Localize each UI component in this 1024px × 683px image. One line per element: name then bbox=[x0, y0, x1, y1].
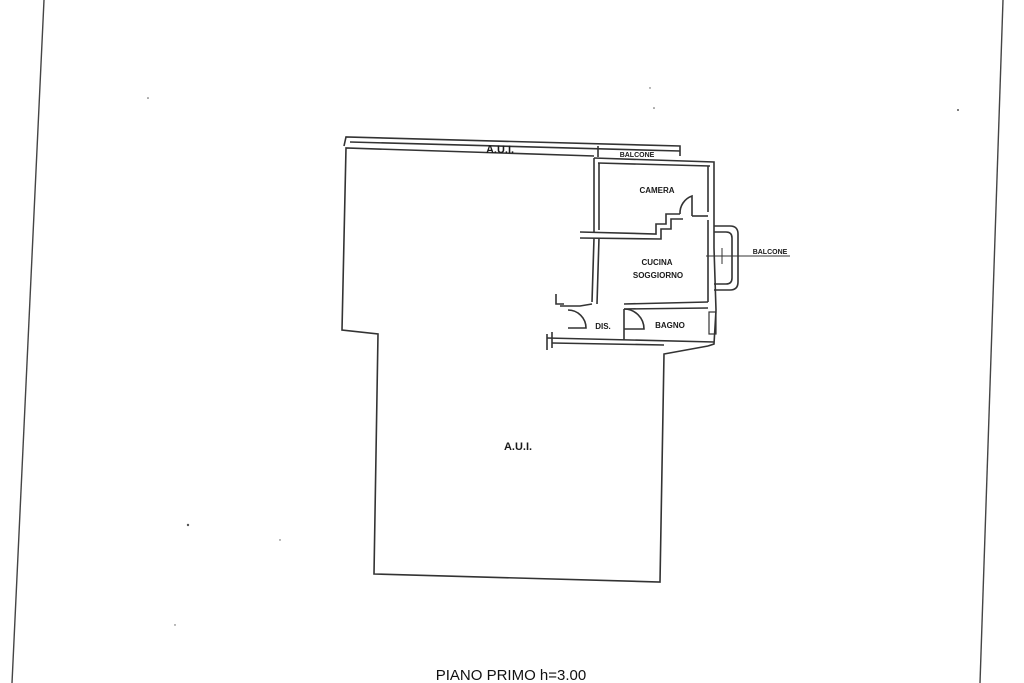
label-balcone-top: BALCONE bbox=[620, 152, 655, 159]
label-cucina-line2: SOGGIORNO bbox=[633, 271, 683, 280]
cucina-left-wall bbox=[591, 237, 595, 303]
apartment-top-inner bbox=[597, 162, 711, 167]
dis-bagno-wall-inner bbox=[623, 307, 709, 310]
label-camera: CAMERA bbox=[639, 186, 674, 195]
apartment-outer bbox=[593, 157, 717, 347]
apartment-bottom-wall bbox=[546, 337, 715, 343]
balcone-right-inner bbox=[714, 231, 733, 285]
label-balcone-right: BALCONE bbox=[753, 249, 788, 256]
aui-top-strip-inner bbox=[349, 141, 681, 152]
label-dis: DIS. bbox=[595, 322, 611, 331]
dis-left-stub bbox=[555, 294, 564, 305]
label-aui-top: A.U.I. bbox=[486, 144, 514, 156]
apartment-bottom-wall-inner bbox=[551, 342, 665, 346]
camera-bottom-wall bbox=[579, 213, 680, 235]
label-aui-main: A.U.I. bbox=[504, 441, 532, 453]
plan-walls bbox=[341, 136, 790, 583]
sheet-frame bbox=[11, 0, 1004, 683]
cucina-left-wall-inner bbox=[596, 237, 600, 305]
camera-door-swing bbox=[679, 194, 693, 216]
dis-bagno-wall bbox=[623, 301, 709, 305]
camera-bottom-wall-inner bbox=[579, 218, 683, 240]
scan-specks bbox=[147, 87, 959, 626]
dis-door-swing bbox=[567, 309, 587, 329]
bagno-window bbox=[708, 311, 717, 335]
label-bagno: BAGNO bbox=[655, 321, 685, 330]
cucina-bottom-wall bbox=[560, 303, 593, 307]
bagno-door-swing bbox=[623, 308, 645, 330]
frame-right-line bbox=[979, 0, 1004, 683]
label-cucina-line1: CUCINA bbox=[641, 258, 672, 267]
frame-left-line bbox=[11, 0, 45, 683]
balcone-right-outline bbox=[714, 225, 739, 291]
plan-caption: PIANO PRIMO h=3.00 bbox=[436, 667, 586, 683]
aui-outline bbox=[341, 147, 709, 583]
